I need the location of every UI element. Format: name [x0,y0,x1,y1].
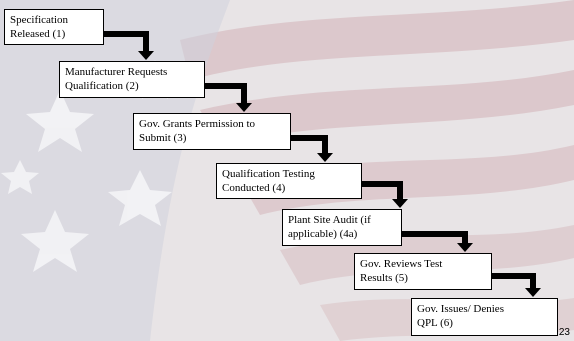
step-4-line-2: Conducted (4) [222,182,286,194]
connector-line-2 [205,83,247,105]
step-1-line-2: Released (1) [10,28,66,40]
step-4-line-1: Qualification Testing [222,168,315,180]
step-3-line-2: Submit (3) [139,132,187,144]
arrow-down-icon [236,103,252,112]
step-7-line-2: QPL (6) [417,317,453,329]
arrow-down-icon [392,199,408,208]
connector-line-5 [402,231,468,245]
step-box-3: Gov. Grants Permission to Submit (3) [133,113,291,150]
connector-line-4 [362,181,403,201]
step-6-line-1: Gov. Reviews Test [360,258,443,270]
step-box-7: Gov. Issues/ Denies QPL (6) [411,298,558,336]
step-7-line-1: Gov. Issues/ Denies [417,303,504,315]
arrow-down-icon [317,153,333,162]
step-3-line-1: Gov. Grants Permission to [139,118,256,130]
arrow-down-icon [457,243,473,252]
step-box-1: Specification Released (1) [4,9,104,45]
arrow-down-icon [525,288,541,297]
step-2-line-2: Qualification (2) [65,80,139,92]
arrow-down-icon [138,51,154,60]
page-number: 23 [558,327,570,338]
step-box-4: Qualification Testing Conducted (4) [216,163,362,199]
step-1-line-1: Specification [10,14,69,26]
step-box-6: Gov. Reviews Test Results (5) [354,253,492,290]
connector-line-1 [104,31,149,53]
step-5-line-1: Plant Site Audit (if [288,214,371,226]
step-5-line-2: applicable) (4a) [288,228,358,240]
connector-line-3 [291,135,328,155]
step-box-5: Plant Site Audit (if applicable) (4a) [282,209,402,246]
connector-line-6 [492,273,536,290]
step-2-line-1: Manufacturer Requests [65,66,168,78]
step-6-line-2: Results (5) [360,272,408,284]
step-box-2: Manufacturer Requests Qualification (2) [59,61,205,98]
